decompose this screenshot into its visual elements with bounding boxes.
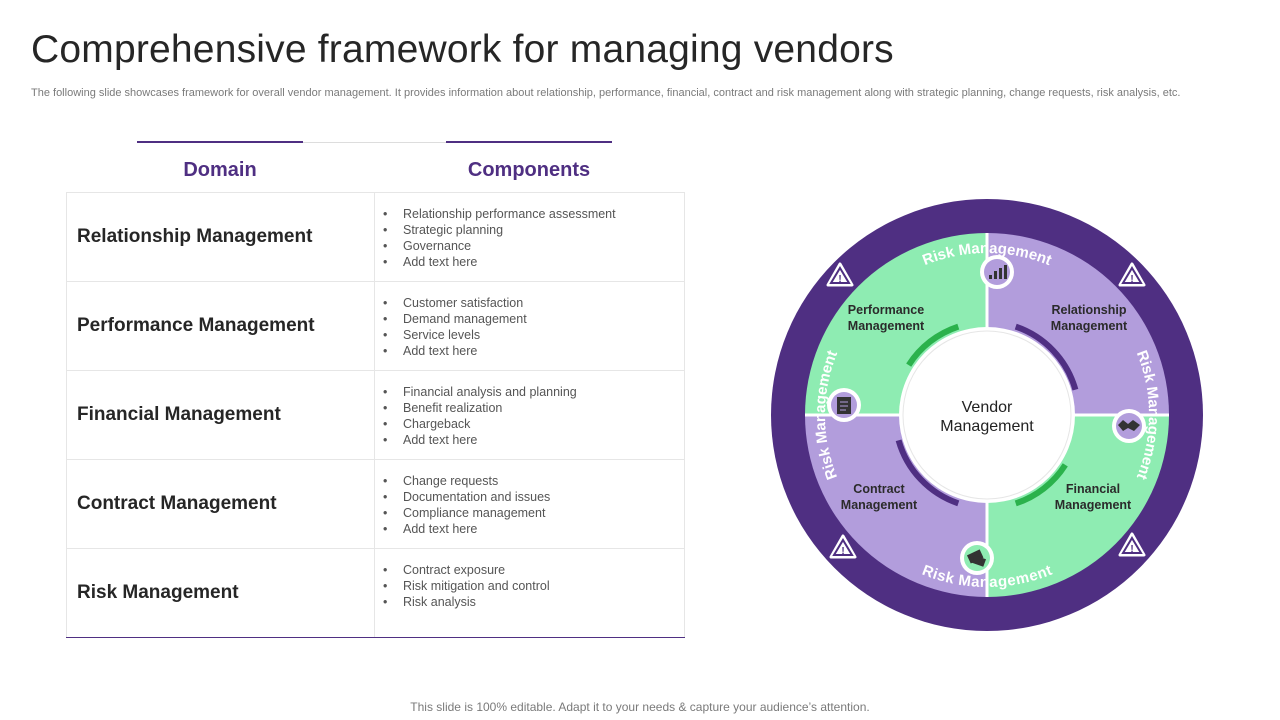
- component-item: Financial analysis and planning: [383, 384, 684, 400]
- document-icon: [827, 388, 861, 422]
- domain-column-header: Domain: [183, 159, 257, 181]
- components-cell: Relationship performance assessment Stra…: [375, 193, 685, 281]
- financial-label-line1: Financial: [1066, 482, 1120, 496]
- warning-triangle-icon: !: [1118, 532, 1146, 557]
- components-header-rule: [446, 141, 612, 143]
- vendor-management-wheel: Vendor Management Performance Management…: [771, 199, 1203, 631]
- component-item: Add text here: [383, 521, 684, 537]
- component-item: Change requests: [383, 473, 684, 489]
- handshake-icon: [1112, 409, 1146, 443]
- contract-label-line1: Contract: [853, 482, 905, 496]
- components-column-header: Components: [467, 159, 591, 181]
- component-item: Service levels: [383, 327, 684, 343]
- table-row: Performance Management Customer satisfac…: [66, 282, 685, 371]
- warning-triangle-icon: !: [829, 534, 857, 559]
- svg-text:!: !: [1130, 274, 1133, 285]
- component-item: Add text here: [383, 432, 684, 448]
- page-title: Comprehensive framework for managing ven…: [31, 28, 894, 71]
- performance-label-line1: Performance: [848, 303, 924, 317]
- contract-label-line2: Management: [841, 498, 918, 512]
- warning-triangle-icon: !: [826, 262, 854, 287]
- domain-cell: Performance Management: [66, 282, 375, 370]
- component-item: Contract exposure: [383, 562, 684, 578]
- components-cell: Change requests Documentation and issues…: [375, 460, 685, 548]
- page-subtitle: The following slide showcases framework …: [31, 87, 1181, 99]
- domain-cell: Contract Management: [66, 460, 375, 548]
- component-item: Add text here: [383, 254, 684, 270]
- relationship-label-line2: Management: [1051, 319, 1128, 333]
- components-cell: Customer satisfaction Demand management …: [375, 282, 685, 370]
- domain-cell: Financial Management: [66, 371, 375, 459]
- accent-arc-purple: [895, 439, 960, 507]
- component-item: Documentation and issues: [383, 489, 684, 505]
- component-item: Add text here: [383, 343, 684, 359]
- component-item: Strategic planning: [383, 222, 684, 238]
- table-row: Financial Management Financial analysis …: [66, 371, 685, 460]
- accent-arc-purple: [1014, 323, 1079, 391]
- component-item: Compliance management: [383, 505, 684, 521]
- financial-label-line2: Management: [1055, 498, 1132, 512]
- svg-text:!: !: [841, 546, 844, 557]
- component-item: Risk mitigation and control: [383, 578, 684, 594]
- domain-cell: Risk Management: [66, 549, 375, 637]
- component-item: Risk analysis: [383, 594, 684, 610]
- components-cell: Contract exposure Risk mitigation and co…: [375, 549, 685, 637]
- center-label-line2: Management: [940, 418, 1034, 435]
- framework-table: Relationship Management Relationship per…: [66, 192, 685, 638]
- domain-header-rule: [137, 141, 303, 143]
- bar-chart-icon: [980, 255, 1014, 289]
- svg-text:!: !: [838, 274, 841, 285]
- performance-label-line2: Management: [848, 319, 925, 333]
- table-row: Relationship Management Relationship per…: [66, 193, 685, 282]
- component-item: Chargeback: [383, 416, 684, 432]
- component-item: Demand management: [383, 311, 684, 327]
- money-icon: [960, 541, 994, 575]
- relationship-label-line1: Relationship: [1051, 303, 1126, 317]
- warning-triangle-icon: !: [1118, 262, 1146, 287]
- table-row: Risk Management Contract exposure Risk m…: [66, 549, 685, 637]
- footer-note: This slide is 100% editable. Adapt it to…: [410, 700, 870, 714]
- components-cell: Financial analysis and planning Benefit …: [375, 371, 685, 459]
- center-label-line1: Vendor: [962, 399, 1013, 416]
- accent-arc-green: [1014, 463, 1068, 507]
- component-item: Customer satisfaction: [383, 295, 684, 311]
- component-item: Governance: [383, 238, 684, 254]
- accent-arc-green: [906, 323, 960, 367]
- component-item: Relationship performance assessment: [383, 206, 684, 222]
- center-circle: [902, 330, 1072, 500]
- svg-text:!: !: [1130, 544, 1133, 555]
- header-divider-line: [303, 142, 446, 143]
- domain-cell: Relationship Management: [66, 193, 375, 281]
- component-item: Benefit realization: [383, 400, 684, 416]
- table-row: Contract Management Change requests Docu…: [66, 460, 685, 549]
